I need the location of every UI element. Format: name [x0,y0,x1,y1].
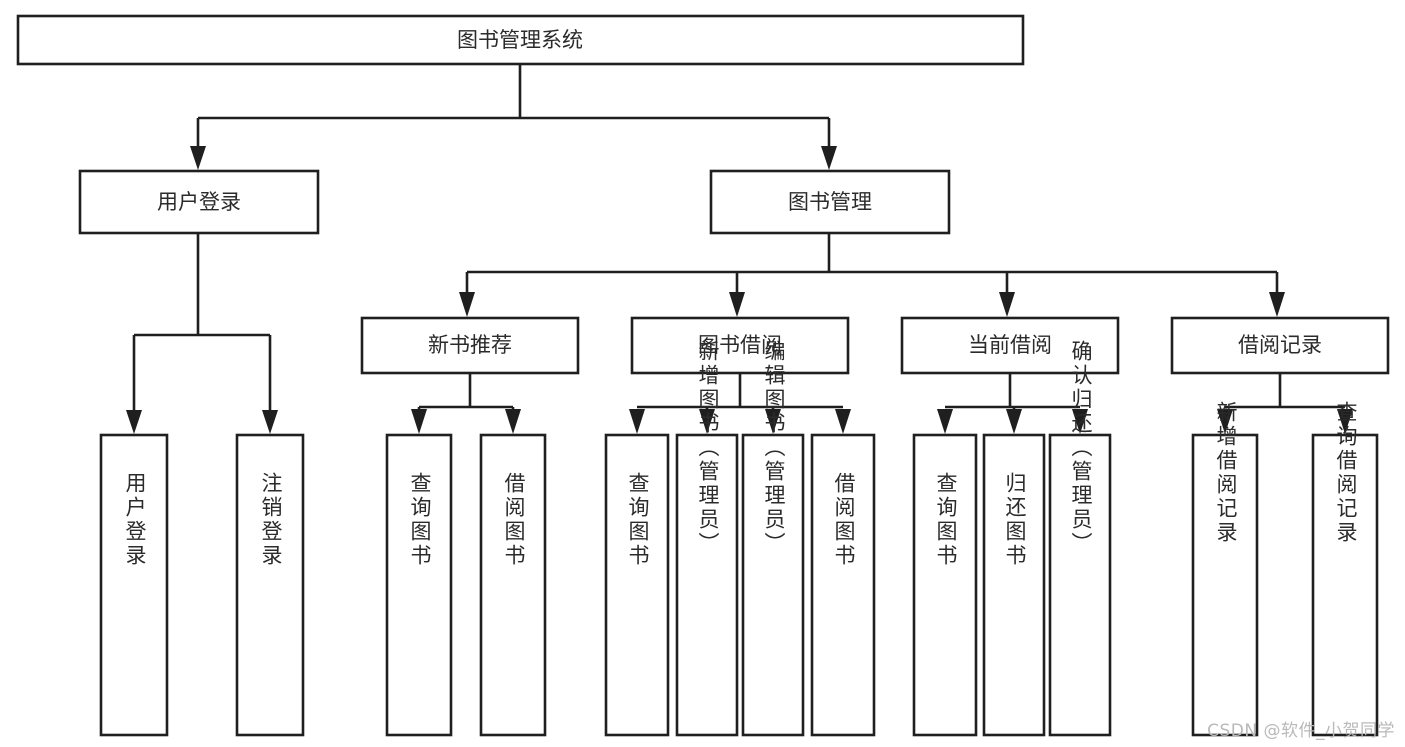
connector-group-user-login [126,233,278,434]
node-leaf-add-record[interactable]: 新增借阅记录 [1191,401,1259,737]
node-borrow-record[interactable]: 借阅记录 [1170,316,1390,375]
node-leaf-logout-login-box[interactable] [235,433,305,737]
arrow-user-login-c2 [262,410,278,434]
arrow-bb-c2 [699,409,715,434]
node-user-login-label: 用户登录 [157,190,241,214]
node-leaf-edit-book-box[interactable] [741,433,805,737]
node-leaf-query-book-1[interactable]: 查询图书 [385,433,453,737]
node-leaf-confirm-return[interactable]: 确认归还（管理员） [1048,340,1112,737]
node-book-manage-box[interactable] [709,169,951,235]
arrow-bm-to-new-book-recommend [459,292,475,317]
node-book-borrow-box[interactable] [630,316,850,375]
node-leaf-query-book-3-box[interactable] [912,433,978,737]
node-new-book-recommend-label: 新书推荐 [428,333,512,357]
csdn-watermark: CSDN @软件_小贺同学 [1207,721,1395,741]
connector-group-borrow-record [1217,373,1353,434]
connector-group-book-borrow [629,373,851,434]
node-leaf-query-book-3[interactable]: 查询图书 [912,433,978,737]
arrow-bm-to-borrow-record [1269,292,1285,317]
node-leaf-query-book-1-label: 查询图书 [408,472,432,568]
node-current-borrow-box[interactable] [900,316,1120,375]
node-user-login[interactable]: 用户登录 [78,169,320,235]
node-new-book-recommend[interactable]: 新书推荐 [360,316,580,375]
node-leaf-confirm-return-box[interactable] [1048,433,1112,737]
node-leaf-query-book-2-label: 查询图书 [626,472,650,568]
node-leaf-confirm-return-label: 确认归还（管理员） [1069,340,1093,556]
node-leaf-borrow-book-1[interactable]: 借阅图书 [479,433,547,737]
arrow-cb-c3 [1072,409,1088,434]
node-leaf-add-record-label: 新增借阅记录 [1214,401,1238,545]
node-leaf-borrow-book-2-label: 借阅图书 [832,472,856,568]
arrow-root-to-book-manage [821,146,837,170]
node-root[interactable]: 图书管理系统 [16,14,1025,66]
node-root-box[interactable] [16,14,1025,66]
node-leaf-query-book-2[interactable]: 查询图书 [604,433,670,737]
connector-group-root [190,64,837,170]
arrow-br-c1 [1217,409,1233,434]
node-leaf-logout-login-label: 注销登录 [259,472,283,568]
node-user-login-box[interactable] [78,169,320,235]
arrow-bb-c1 [629,409,645,434]
arrow-cb-c2 [1006,409,1022,434]
arrow-bm-to-current-borrow [999,292,1015,317]
node-leaf-user-login-box[interactable] [99,433,169,737]
node-leaf-add-book-box[interactable] [675,433,739,737]
node-book-borrow-label: 图书借阅 [698,333,782,357]
node-leaf-logout-login[interactable]: 注销登录 [235,433,305,737]
node-current-borrow-label: 当前借阅 [968,333,1052,357]
arrow-root-to-user-login [190,146,206,170]
node-leaf-return-book[interactable]: 归还图书 [982,433,1046,737]
node-leaf-borrow-book-2[interactable]: 借阅图书 [810,433,876,737]
node-leaf-edit-book-label: 编辑图书（管理员） [762,340,786,556]
node-root-label: 图书管理系统 [457,28,583,52]
arrow-user-login-c1 [126,410,142,434]
node-leaf-edit-book[interactable]: 编辑图书（管理员） [741,340,805,737]
node-book-borrow[interactable]: 图书借阅 [630,316,850,375]
connector-group-book-manage [459,233,1285,317]
node-new-book-recommend-box[interactable] [360,316,580,375]
connector-group-current-borrow [937,373,1088,434]
node-leaf-borrow-book-1-label: 借阅图书 [502,472,526,568]
arrow-nbr-c2 [505,409,521,434]
node-leaf-query-book-2-box[interactable] [604,433,670,737]
node-leaf-add-book[interactable]: 新增图书（管理员） [675,340,739,737]
node-leaf-borrow-book-2-box[interactable] [810,433,876,737]
node-leaf-query-record[interactable]: 查询借阅记录 [1311,401,1379,737]
node-book-manage-label: 图书管理 [788,190,872,214]
node-leaf-query-book-1-box[interactable] [385,433,453,737]
node-leaf-query-book-3-label: 查询图书 [934,472,958,568]
connector-group-new-book-recommend [411,373,521,434]
arrow-bm-to-book-borrow [729,292,745,317]
arrow-nbr-c1 [411,409,427,434]
arrow-bb-c4 [835,409,851,434]
node-leaf-add-book-label: 新增图书（管理员） [696,340,720,556]
node-leaf-query-record-label: 查询借阅记录 [1334,401,1358,545]
arrow-bb-c3 [765,409,781,434]
node-leaf-user-login[interactable]: 用户登录 [99,433,169,737]
arrow-br-c2 [1337,409,1353,434]
node-leaf-return-book-box[interactable] [982,433,1046,737]
arrow-cb-c1 [937,409,953,434]
node-leaf-user-login-label: 用户登录 [123,472,147,568]
node-leaf-query-record-box[interactable] [1311,433,1379,737]
node-book-manage[interactable]: 图书管理 [709,169,951,235]
node-borrow-record-label: 借阅记录 [1238,333,1322,357]
node-leaf-return-book-label: 归还图书 [1003,472,1027,568]
node-current-borrow[interactable]: 当前借阅 [900,316,1120,375]
node-borrow-record-box[interactable] [1170,316,1390,375]
node-leaf-add-record-box[interactable] [1191,433,1259,737]
node-leaf-borrow-book-1-box[interactable] [479,433,547,737]
